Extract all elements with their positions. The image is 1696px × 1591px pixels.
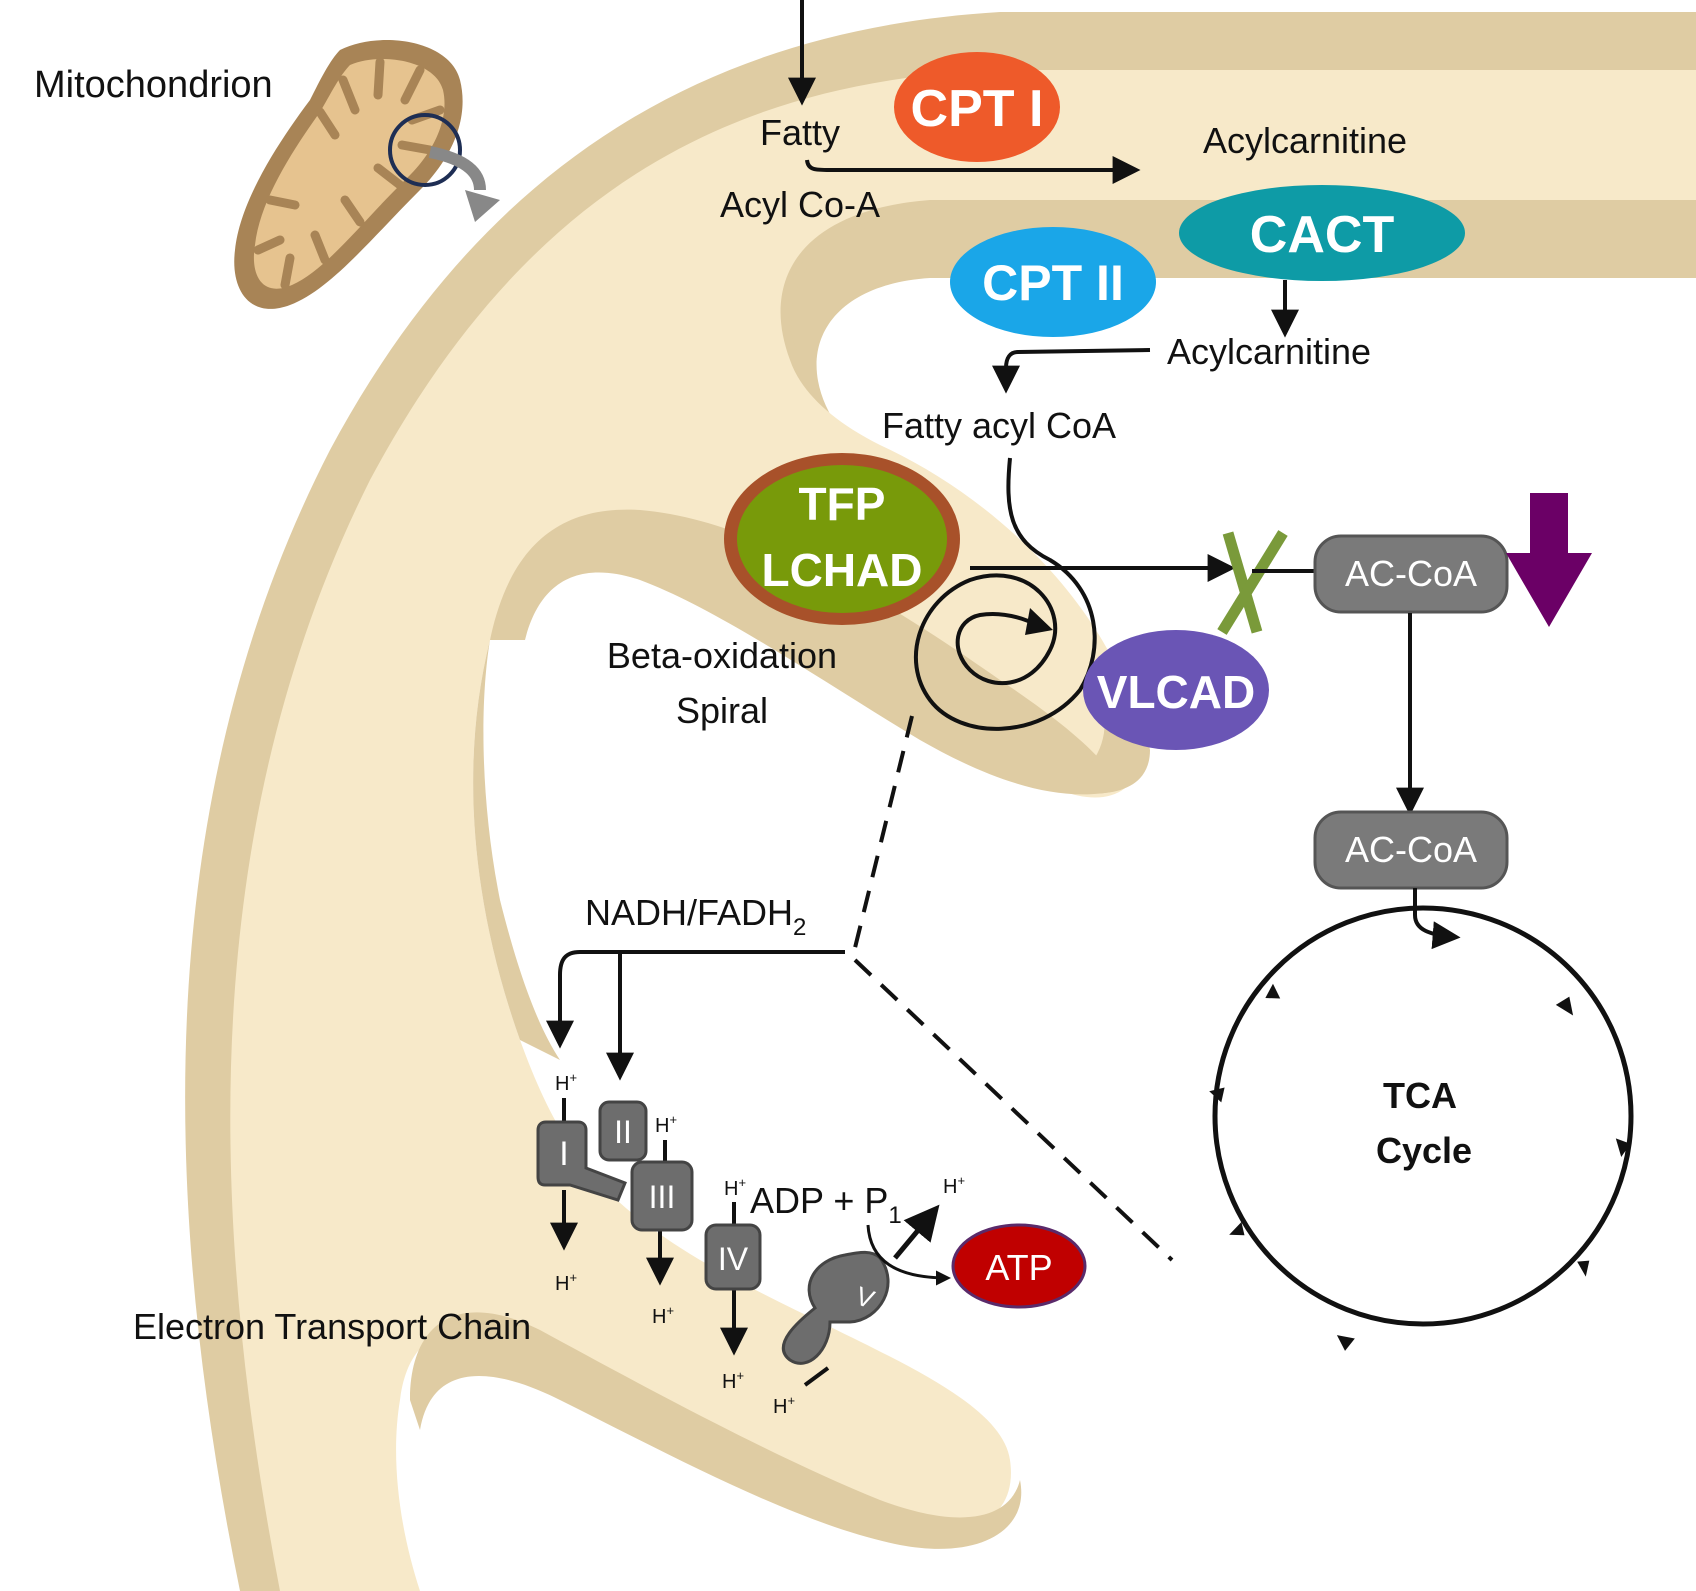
beta-oxidation-spiral xyxy=(913,457,1097,731)
svg-text:H+: H+ xyxy=(652,1303,674,1328)
complex-3 xyxy=(630,1160,694,1232)
svg-text:H+: H+ xyxy=(724,1175,746,1200)
zoom-arrow-icon xyxy=(465,190,500,222)
atp-product: ATP xyxy=(951,1223,1087,1309)
etc-label: Electron Transport Chain xyxy=(133,1306,531,1347)
nadh-fadh-label: NADH/FADH2 xyxy=(585,892,806,941)
ac-coa-bottom-label: AC-CoA xyxy=(1345,829,1477,870)
svg-text:II: II xyxy=(614,1114,632,1150)
svg-text:H+: H+ xyxy=(655,1112,677,1137)
proton-labels: H+ H+ H+ H+ H+ H+ H+ H+ xyxy=(555,1070,965,1418)
atp-synthase xyxy=(781,1250,890,1365)
lchad-label: LCHAD xyxy=(762,544,923,596)
acylcarnitine-top-label: Acylcarnitine xyxy=(1203,120,1407,161)
vlcad-label: VLCAD xyxy=(1097,666,1255,718)
nadh-arrow-1 xyxy=(546,950,845,1049)
synthase-stalk xyxy=(803,1366,830,1387)
svg-text:I: I xyxy=(559,1135,568,1173)
tca-label-line1: TCA xyxy=(1383,1075,1457,1116)
decrease-arrow-icon xyxy=(1506,493,1592,627)
svg-text:H+: H+ xyxy=(943,1173,965,1198)
spiral-label: Spiral xyxy=(676,690,768,731)
tfp-lchad-enzyme: TFP LCHAD xyxy=(724,453,960,625)
cact-enzyme: CACT xyxy=(1179,185,1465,281)
svg-text:III: III xyxy=(649,1179,676,1215)
adp-to-atp-arrow xyxy=(866,1224,951,1286)
spiral-arrowhead-icon xyxy=(1025,608,1053,635)
tca-label-line2: Cycle xyxy=(1376,1130,1472,1171)
cpt2-label: CPT II xyxy=(982,255,1124,311)
zoom-line-lower xyxy=(853,958,1174,1262)
cact-label: CACT xyxy=(1250,206,1395,264)
block-x-icon xyxy=(1217,530,1288,635)
adp-label: ADP + P1 xyxy=(750,1180,902,1229)
acetyl-to-tca-arrow xyxy=(1413,888,1461,950)
vlcad-enzyme: VLCAD xyxy=(1083,630,1269,750)
fatty-label: Fatty xyxy=(760,112,840,153)
svg-text:IV: IV xyxy=(718,1241,749,1277)
tca-cycle xyxy=(1209,905,1634,1351)
acyl-coa-label: Acyl Co-A xyxy=(720,184,880,225)
ac-coa-top-pill: AC-CoA xyxy=(1313,534,1509,614)
svg-text:H+: H+ xyxy=(555,1270,577,1295)
cpt1-label: CPT I xyxy=(911,80,1044,138)
zoom-line-upper xyxy=(850,715,914,961)
svg-text:H+: H+ xyxy=(555,1070,577,1095)
complex-4 xyxy=(704,1223,762,1291)
complex-2 xyxy=(598,1100,648,1162)
etc-complexes: I II III IV V xyxy=(536,1098,890,1365)
cpt1-reaction-arrow xyxy=(805,156,1141,184)
complex-1 xyxy=(536,1120,627,1202)
fatty-acyl-coa-label: Fatty acyl CoA xyxy=(882,405,1116,446)
ac-coa-top-label: AC-CoA xyxy=(1345,553,1477,594)
ac-coa-bottom-pill: AC-CoA xyxy=(1313,810,1509,890)
mitochondrion-icon xyxy=(234,40,500,309)
tfp-label: TFP xyxy=(799,478,886,530)
svg-text:H+: H+ xyxy=(773,1393,795,1418)
svg-text:H+: H+ xyxy=(722,1368,744,1393)
atp-label: ATP xyxy=(985,1247,1052,1288)
cpt1-enzyme: CPT I xyxy=(894,52,1060,162)
mitochondrial-membrane xyxy=(185,12,1696,1591)
cpt2-enzyme: CPT II xyxy=(950,227,1156,337)
beta-oxidation-label: Beta-oxidation xyxy=(607,635,837,676)
acylcarnitine-inner-label: Acylcarnitine xyxy=(1167,331,1371,372)
cpt2-arrow xyxy=(992,348,1151,394)
proton-out-arrow xyxy=(893,1204,940,1260)
mitochondrion-label: Mitochondrion xyxy=(34,64,273,106)
